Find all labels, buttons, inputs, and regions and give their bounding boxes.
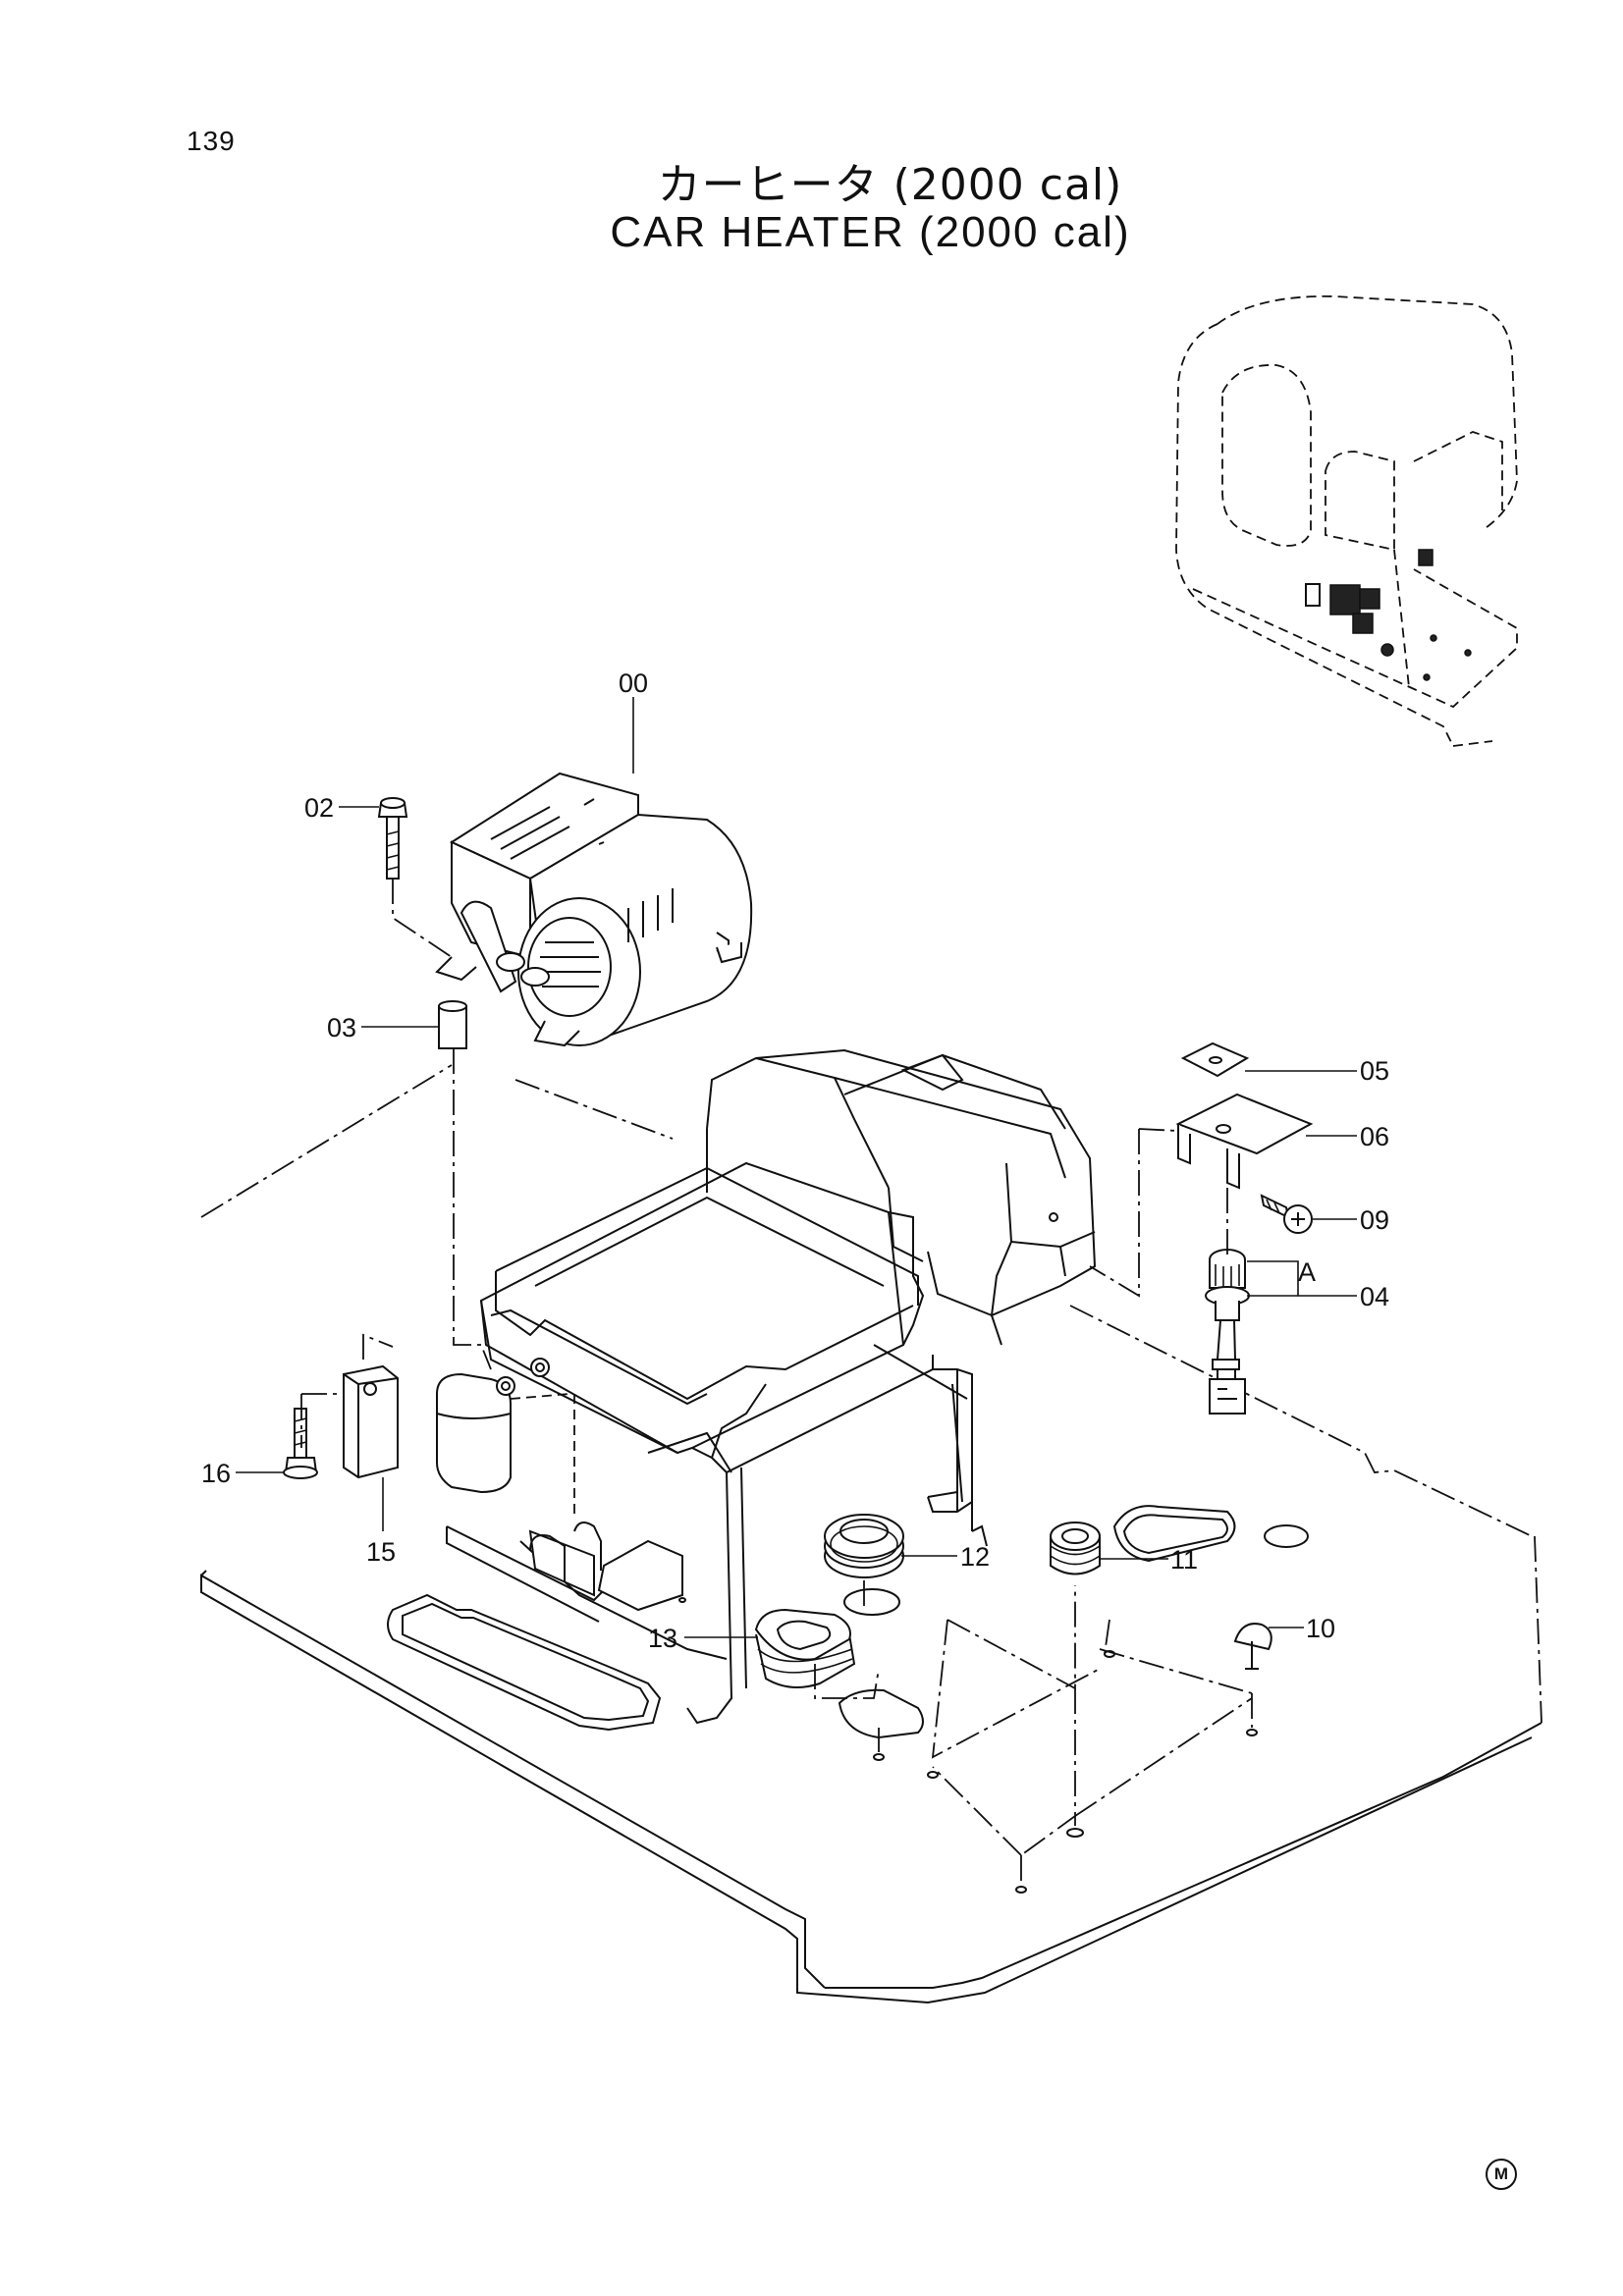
cab-locator-inset [1175,294,1518,747]
callout-13: 13 [648,1624,677,1653]
clip-10 [1233,1623,1272,1670]
bolt-16 [283,1408,318,1479]
view-label-a: A [1298,1257,1316,1287]
heater-switch-04 [1205,1249,1250,1415]
bracket-15 [343,1364,399,1479]
callout-03: 03 [327,1013,356,1042]
grommet-12 [824,1514,904,1578]
bolt-02 [377,797,408,880]
plate-05 [1180,1041,1250,1078]
callout-labels: 00 02 03 05 06 09 A 04 10 11 12 13 15 16 [201,668,1389,1653]
inset-heater-unit-icon [1329,584,1361,615]
assembly-guide-lines [300,879,1258,1894]
seat-cushion [495,1048,1097,1401]
grommet-13 [754,1608,856,1688]
page-number: 139 [187,126,236,156]
inset-heater-marker-icon [1305,583,1321,607]
callout-11: 11 [1170,1545,1198,1575]
bracket-06 [1175,1093,1314,1190]
callout-16: 16 [201,1459,231,1488]
car-heater-unit [435,772,753,1047]
page-title-english: CAR HEATER (2000 cal) [610,208,1131,256]
callout-05: 05 [1360,1056,1389,1086]
screw-09 [1260,1194,1313,1234]
cab-floor-plate [200,1064,1542,2004]
callout-09: 09 [1360,1205,1389,1235]
callout-00: 00 [619,668,648,698]
callout-12: 12 [960,1542,990,1572]
page-title-japanese: カーヒータ (2000 cal) [657,160,1123,210]
callout-04: 04 [1360,1282,1389,1311]
callout-10: 10 [1306,1614,1335,1643]
seat-stand-frame [436,1161,988,1725]
callout-06: 06 [1360,1122,1389,1151]
grommet-11 [1050,1522,1101,1575]
callout-leader-lines [236,697,1357,1638]
collar-03 [438,1000,467,1049]
callout-02: 02 [304,793,334,823]
maker-mark-icon: M [1486,2159,1517,2190]
callout-15: 15 [366,1537,396,1567]
